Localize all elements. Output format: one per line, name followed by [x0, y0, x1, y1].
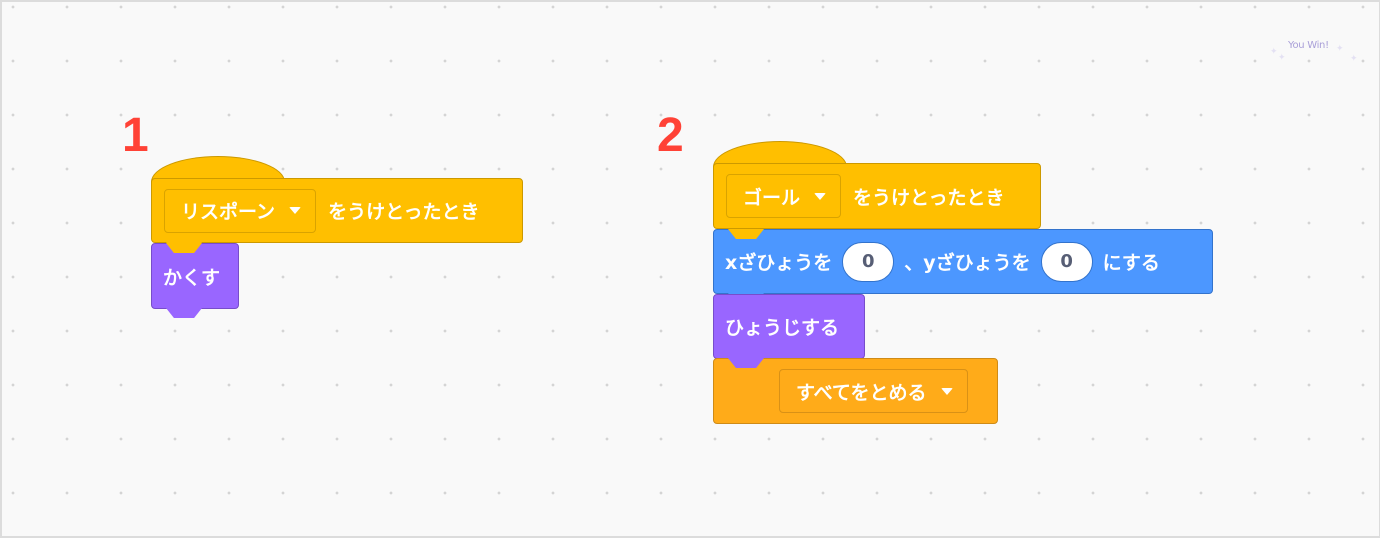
script-number-label: 1 [122, 109, 149, 162]
chevron-down-icon [289, 207, 302, 214]
broadcast-dropdown[interactable]: リスポーン [164, 188, 317, 233]
broadcast-dropdown-value: リスポーン [181, 201, 276, 223]
chevron-down-icon [940, 387, 953, 395]
hide-block[interactable]: かくす [151, 243, 239, 318]
block-notch [166, 243, 202, 253]
broadcast-dropdown-value: ゴール [743, 186, 801, 209]
block-notch [728, 358, 764, 368]
sparkle-icon: ✦ [1270, 47, 1278, 57]
sparkle-icon: ✦ [1336, 44, 1344, 54]
block-notch [166, 308, 202, 318]
go-to-xy-block[interactable]: xざひょうを 0 、yざひょうを 0 にする [713, 229, 1213, 303]
block-text: 、yざひょうを [904, 252, 1031, 274]
when-broadcast-received-block[interactable]: リスポーン をうけとったとき [151, 178, 523, 252]
sparkle-icon: ✦ [1278, 53, 1286, 63]
you-win-text: You Win! [1288, 40, 1329, 51]
block-text: xざひょうを [725, 252, 833, 274]
block-text: をうけとったとき [328, 201, 480, 223]
stop-option-dropdown[interactable]: すべてをとめる [779, 369, 968, 413]
show-block[interactable]: ひょうじする [713, 294, 865, 368]
broadcast-dropdown[interactable]: ゴール [726, 174, 842, 218]
chevron-down-icon [814, 192, 827, 200]
block-notch [728, 229, 764, 239]
y-value-input[interactable]: 0 [1040, 241, 1093, 282]
when-broadcast-received-block[interactable]: ゴール をうけとったとき [713, 163, 1041, 229]
stop-option-value: すべてをとめる [796, 381, 927, 404]
x-value-input[interactable]: 0 [842, 241, 895, 282]
script-number-label: 2 [657, 109, 684, 162]
block-text: ひょうじする [725, 317, 840, 339]
stop-all-block[interactable]: すべてをとめる [713, 358, 998, 424]
sparkle-icon: ✦ [1350, 54, 1358, 64]
block-text: をうけとったとき [853, 186, 1005, 209]
block-text: にする [1102, 252, 1160, 274]
block-text: かくす [163, 266, 221, 289]
